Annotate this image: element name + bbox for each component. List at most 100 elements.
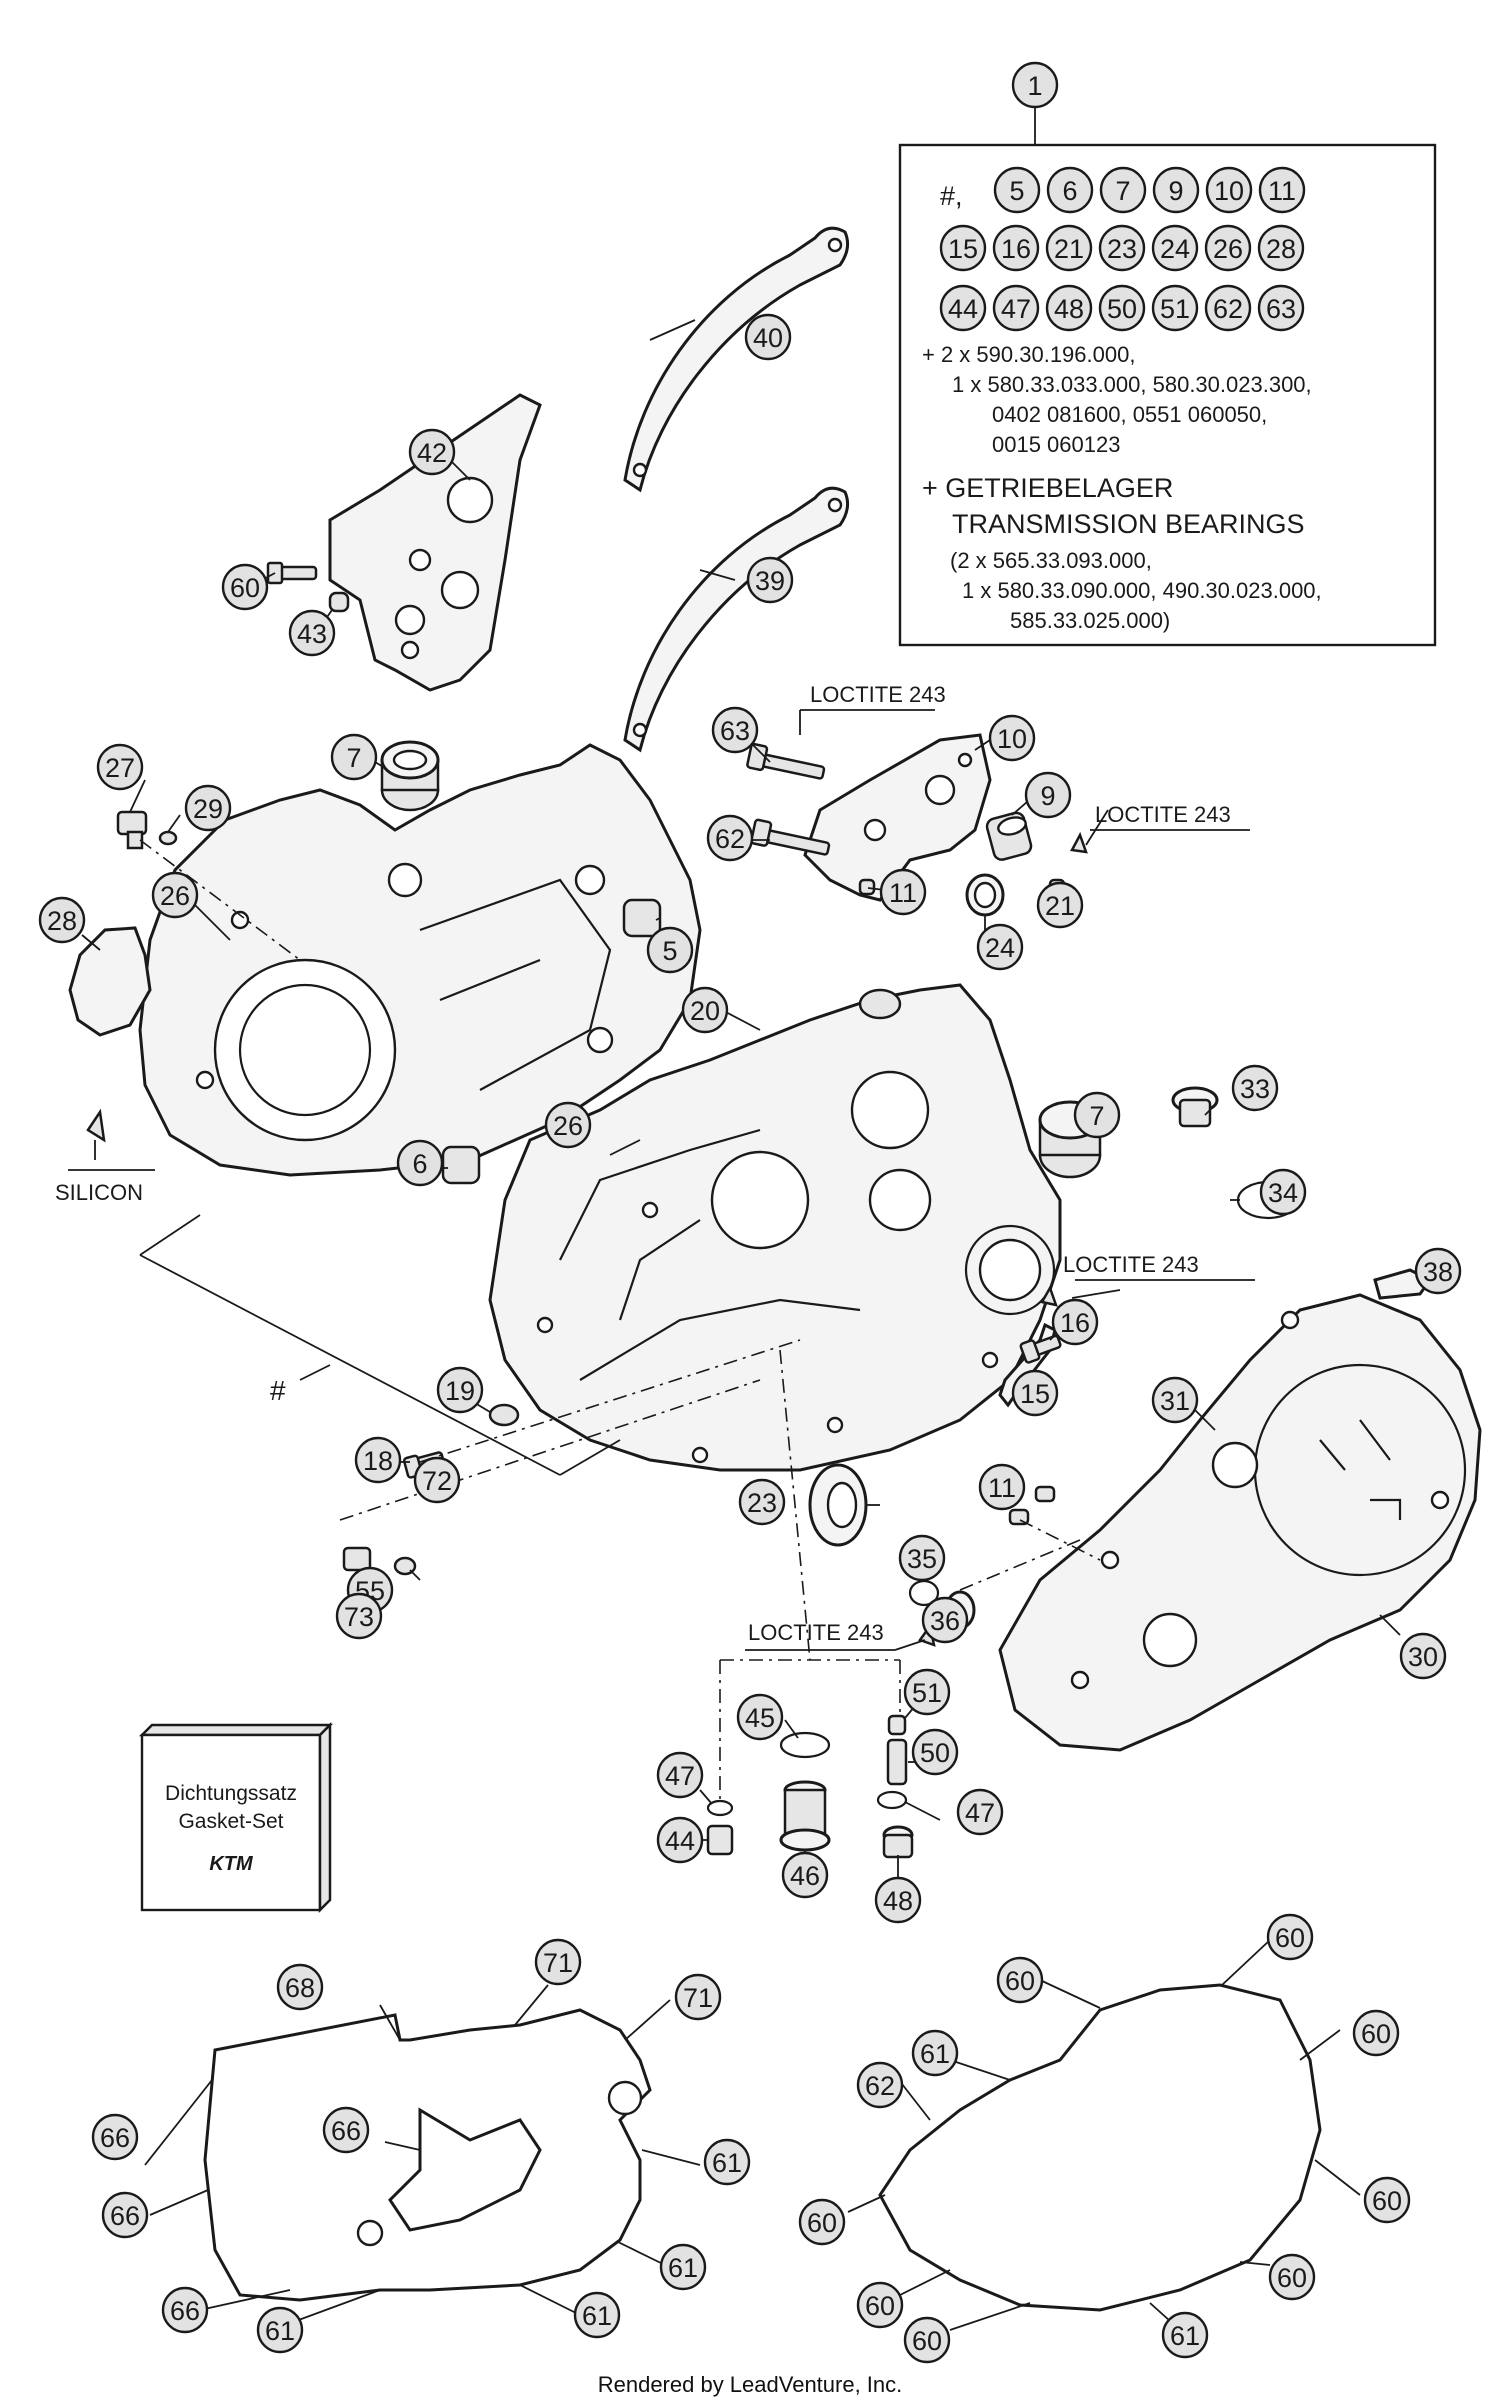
dowel-11-c [1008,1508,1030,1526]
callout-35-26: 35 [898,1534,946,1582]
callout-47-36: 47 [656,1751,704,1799]
loctite-mark-2 [1040,1285,1058,1307]
kit-callout-51: 51 [1151,284,1199,332]
callout-45-34: 45 [736,1693,784,1741]
callout-38-28: 38 [1414,1247,1462,1295]
kit-callout-48: 48 [1045,284,1093,332]
callout-60-64: 60 [856,2281,904,2329]
bearings-line-1: (2 x 565.33.093.000, [950,548,1152,573]
loctite-note-3: LOCTITE 243 [1063,1252,1199,1277]
callout-19-12-label: 19 [445,1376,475,1406]
callout-47-36-label: 47 [665,1761,695,1791]
callout-28-20: 28 [38,896,86,944]
kit-callout-23-label: 23 [1107,234,1137,264]
callout-61-67-label: 61 [920,2039,950,2069]
callout-11-8: 11 [978,1463,1026,1511]
callout-62-68-label: 62 [865,2071,895,2101]
bolt-60-small [266,561,318,585]
kit-callout-10-label: 10 [1214,176,1244,206]
cover-plate-42 [328,393,542,692]
bushing-5 [622,898,662,938]
washer-29 [158,830,178,846]
kit-callout-50: 50 [1098,284,1146,332]
callout-39-29-label: 39 [755,566,785,596]
callout-34-25-label: 34 [1268,1178,1298,1208]
callout-34-25: 34 [1259,1168,1307,1216]
callout-50-39-label: 50 [920,1738,950,1768]
callout-46-35: 46 [781,1851,829,1899]
callout-60-42-label: 60 [230,573,260,603]
callout-24-16: 24 [976,923,1024,971]
loctite-mark-1 [1070,831,1088,854]
callout-23-15: 23 [738,1478,786,1526]
callout-60-59-label: 60 [1275,1923,1305,1953]
callout-46-35-label: 46 [790,1861,820,1891]
kit-callout-9: 9 [1152,166,1200,214]
washer-19 [488,1403,520,1427]
callout-26-18-label: 26 [553,1111,583,1141]
bushing-7-top [380,740,440,812]
callout-11-8-label: 11 [988,1473,1016,1503]
kit-callout-62-label: 62 [1213,294,1243,324]
bearings-line-2: 1 x 580.33.090.000, 490.30.023.000, [962,578,1322,603]
callout-36-27-label: 36 [930,1606,960,1636]
clutch-cover-30 [998,1293,1482,1752]
bearing-bracket-10 [803,733,992,902]
kit-callout-63: 63 [1257,284,1305,332]
plug-73 [342,1546,372,1572]
kit-callout-9-label: 9 [1168,176,1183,206]
callout-62-43: 62 [706,814,754,862]
callout-60-62-label: 60 [1277,2263,1307,2293]
callout-19-12: 19 [436,1366,484,1414]
kit-callout-6: 6 [1046,166,1094,214]
kit-callout-7-label: 7 [1115,176,1130,206]
plug-44 [706,1824,734,1856]
kit-callout-44: 44 [939,284,987,332]
callout-42-31-label: 42 [417,438,447,468]
kit-callout-47: 47 [992,284,1040,332]
kit-callout-26: 26 [1204,224,1252,272]
callout-31-23: 31 [1151,1376,1199,1424]
callout-72-45-label: 72 [422,1466,452,1496]
callout-35-26-label: 35 [907,1544,937,1574]
callout-61-57: 61 [256,2306,304,2354]
kit-callout-16-label: 16 [1001,234,1031,264]
callout-26-18: 26 [544,1101,592,1149]
callout-61-66-label: 61 [1170,2321,1200,2351]
callout-62-68: 62 [856,2061,904,2109]
needle-bearing-9 [985,811,1033,861]
callout-60-63-label: 60 [807,2208,837,2238]
crankcase-gasket [203,2008,652,2302]
kit-hash-label: #, [940,181,963,211]
washer-47-right [876,1790,908,1810]
kit-line-4: 0015 060123 [992,432,1120,457]
plug-27 [116,810,148,850]
gasket-set-box: Dichtungssatz Gasket-Set KTM [138,1721,334,1914]
callout-68-47: 68 [276,1963,324,2011]
callout-73-46-label: 73 [344,1602,374,1632]
callout-21-14-label: 21 [1045,891,1075,921]
oil-screen-46 [779,1780,831,1852]
callout-72-45: 72 [413,1456,461,1504]
callout-10-6-label: 10 [997,724,1027,754]
callout-66-52-label: 66 [110,2201,140,2231]
dowel-11-a [858,878,876,896]
callout-20-13: 20 [681,986,729,1034]
kit-callout-63-label: 63 [1266,294,1296,324]
callout-61-55-label: 61 [668,2253,698,2283]
callout-36-27: 36 [921,1596,969,1644]
callout-62-43-label: 62 [715,824,745,854]
callout-1-0-label: 1 [1027,71,1042,101]
loctite-note-2: LOCTITE 243 [1095,802,1231,827]
callout-45-34-label: 45 [745,1703,775,1733]
bushing-7-right [1038,1100,1102,1179]
kit-line-2: 1 x 580.33.033.000, 580.30.023.300, [952,372,1312,397]
callout-66-51: 66 [322,2106,370,2154]
kit-line-1: + 2 x 590.30.196.000, [922,342,1135,367]
callout-60-65-label: 60 [912,2326,942,2356]
callout-7-4-label: 7 [1089,1101,1104,1131]
callout-71-48-label: 71 [543,1948,573,1978]
callout-40-30: 40 [744,313,792,361]
kit-callout-44-label: 44 [948,294,978,324]
callout-61-57-label: 61 [265,2316,295,2346]
